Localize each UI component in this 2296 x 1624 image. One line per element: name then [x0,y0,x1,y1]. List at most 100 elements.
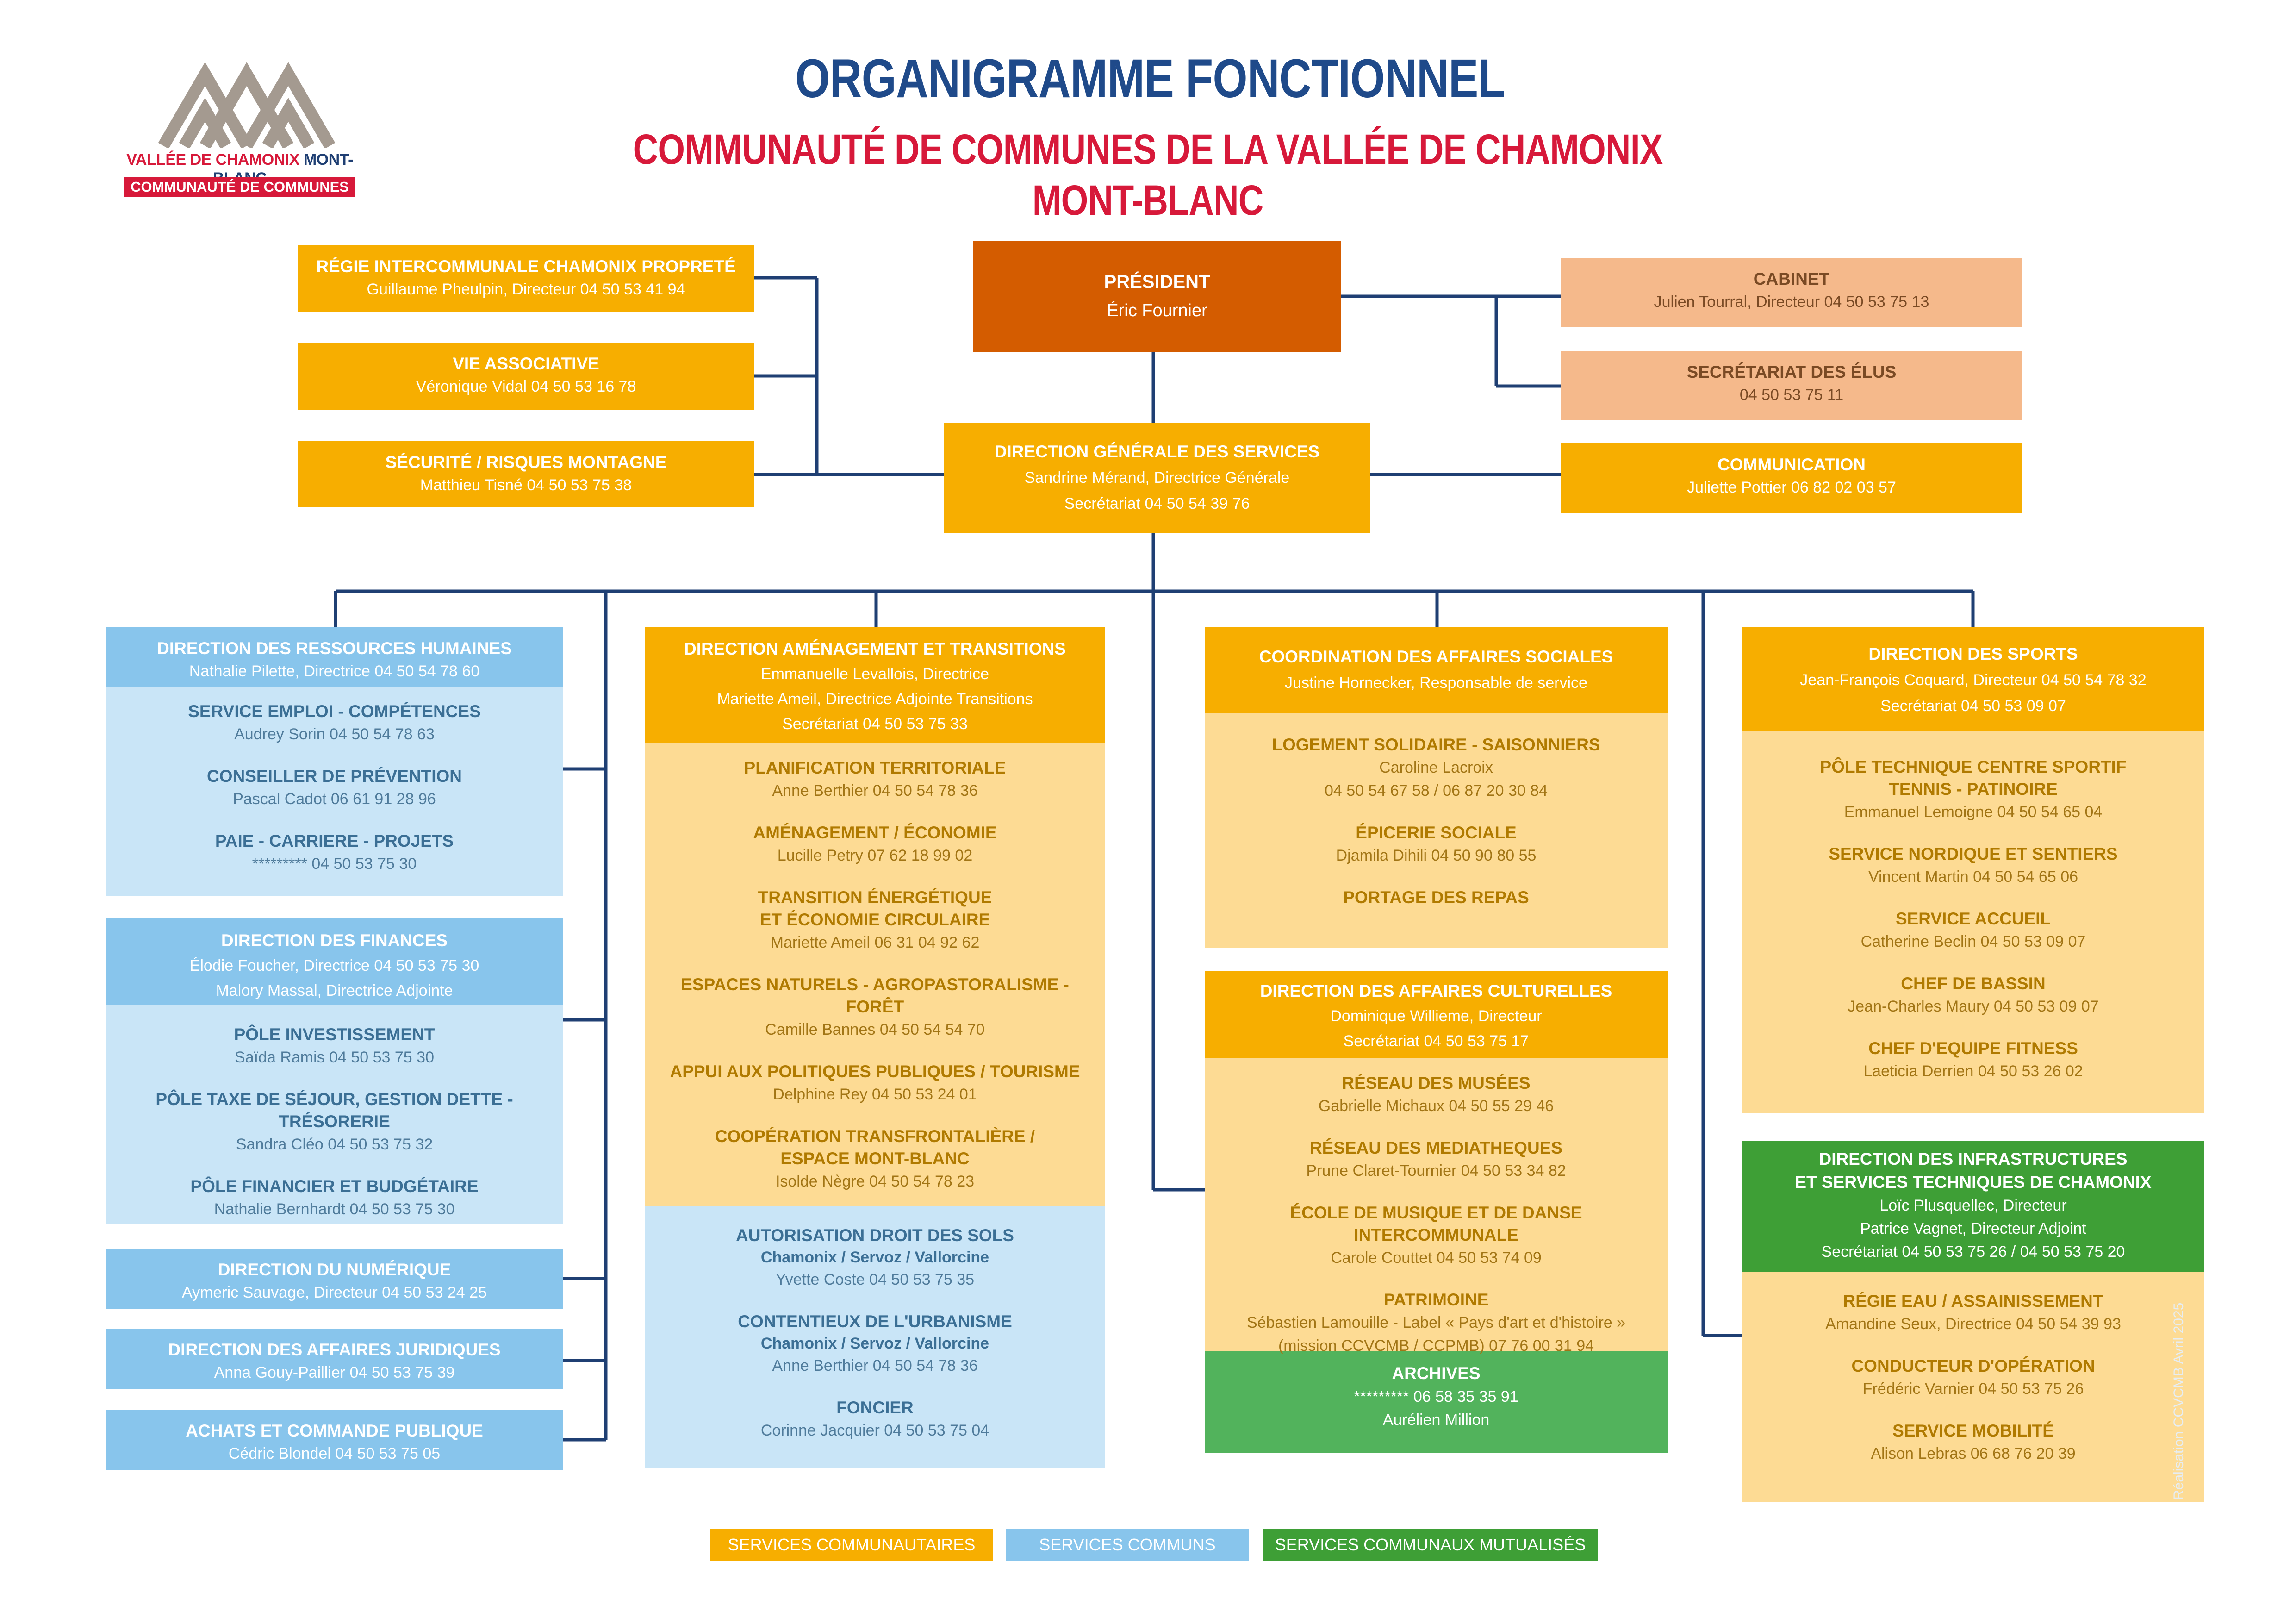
sports-direction-box: DIRECTION DES SPORTS Jean-François Coqua… [1742,627,2204,1113]
dgs-title: DIRECTION GÉNÉRALE DES SERVICES [994,442,1320,461]
urbanisme-service: CONTENTIEUX DE L'URBANISME Chamonix / Ser… [656,1311,1094,1377]
social-service-title: LOGEMENT SOLIDAIRE - SAISONNIERS [1272,735,1600,754]
communication-line: Juliette Pottier 06 82 02 03 57 [1687,479,1896,496]
urbanisme-service-title: CONTENTIEUX DE L'URBANISME [738,1312,1012,1331]
president-box: PRÉSIDENT Éric Fournier [973,241,1341,352]
infrastructures-direction-box: DIRECTION DES INFRASTRUCTURES ET SERVICE… [1742,1141,2204,1502]
logo-text-valley: VALLÉE DE CHAMONIX [126,151,304,169]
logo: VALLÉE DE CHAMONIX MONT-BLANC COMMUNAUTÉ… [106,56,374,204]
culture-direction-box: DIRECTION DES AFFAIRES CULTURELLES Domin… [1205,971,1668,1453]
sports-service-line: Catherine Beclin 04 50 53 09 07 [1860,933,2086,950]
achats-title: ACHATS ET COMMANDE PUBLIQUE [186,1421,483,1440]
credit-text: Réalisation CCVCMB Avril 2025 [2171,1302,2186,1500]
juridiques-box: DIRECTION DES AFFAIRES JURIDIQUES Anna G… [106,1329,563,1389]
sports-title: DIRECTION DES SPORTS [1868,644,2078,663]
cabinet-line: Julien Tourral, Directeur 04 50 53 75 13 [1654,293,1929,311]
juridiques-line: Anna Gouy-Paillier 04 50 53 75 39 [214,1364,455,1381]
amenagement-services: PLANIFICATION TERRITORIALE Anne Berthier … [645,743,1105,1206]
finances-services: PÔLE INVESTISSEMENT Saïda Ramis 04 50 53 … [106,1005,563,1224]
sports-service-title: PÔLE TECHNIQUE CENTRE SPORTIF [1820,757,2127,776]
securite-montagne-box: SÉCURITÉ / RISQUES MONTAGNE Matthieu Tis… [298,441,754,507]
page-subtitle: COMMUNAUTÉ DE COMMUNES DE LA VALLÉE DE C… [633,126,1663,224]
culture-line2: Secrétariat 04 50 53 75 17 [1343,1032,1529,1050]
rh-title: DIRECTION DES RESSOURCES HUMAINES [157,639,512,658]
infrastructures-service-title: RÉGIE EAU / ASSAINISSEMENT [1843,1292,2103,1311]
urbanisme-service-communes: Chamonix / Servoz / Vallorcine [760,1249,989,1266]
dgs-line2: Secrétariat 04 50 54 39 76 [1064,495,1250,512]
culture-line1: Dominique Willieme, Directeur [1330,1007,1542,1025]
urbanisme-service-communes: Chamonix / Servoz / Vallorcine [760,1335,989,1352]
cabinet-box: CABINET Julien Tourral, Directeur 04 50 … [1561,258,2022,327]
culture-service-line: Carole Couttet 04 50 53 74 09 [1331,1249,1542,1267]
finances-service-title: PÔLE FINANCIER ET BUDGÉTAIRE [190,1177,479,1196]
finances-line1: Élodie Foucher, Directrice 04 50 53 75 3… [189,957,479,974]
finances-service-line: Nathalie Bernhardt 04 50 53 75 30 [214,1200,455,1218]
amenagement-line3: Secrétariat 04 50 53 75 33 [782,715,968,733]
rh-line: Nathalie Pilette, Directrice 04 50 54 78… [189,662,480,680]
culture-service-line: Prune Claret-Tournier 04 50 53 34 82 [1306,1162,1566,1180]
social-services: LOGEMENT SOLIDAIRE - SAISONNIERS Caroline… [1205,713,1668,948]
culture-service-line: Gabrielle Michaux 04 50 55 29 46 [1318,1097,1554,1115]
finances-header: DIRECTION DES FINANCES Élodie Foucher, D… [106,918,563,1005]
culture-service: ÉCOLE DE MUSIQUE ET DE DANSE INTERCOMMUN… [1216,1202,1656,1269]
secretariat-elus-box: SECRÉTARIAT DES ÉLUS 04 50 53 75 11 [1561,351,2022,420]
president-title: PRÉSIDENT [1104,272,1210,292]
amenagement-service-title: PLANIFICATION TERRITORIALE [744,758,1006,777]
finances-service-line: Saïda Ramis 04 50 53 75 30 [235,1049,434,1066]
urbanisme-service-title: FONCIER [836,1398,914,1417]
social-service-line: 04 50 54 67 58 / 06 87 20 30 84 [1324,782,1548,800]
urbanisme-service-title: AUTORISATION DROIT DES SOLS [736,1226,1014,1245]
infrastructures-line2: Patrice Vagnet, Directeur Adjoint [1860,1220,2086,1237]
rh-service-title: PAIE - CARRIERE - PROJETS [215,831,454,850]
finances-service-line: Sandra Cléo 04 50 53 75 32 [236,1136,433,1153]
sports-service-line: Emmanuel Lemoigne 04 50 54 65 04 [1844,803,2103,821]
urbanisme-service-line: Anne Berthier 04 50 54 78 36 [772,1357,978,1374]
culture-service-line: (mission CCVCMB / CCPMB) 07 76 00 31 94 [1278,1337,1594,1355]
finances-line2: Malory Massal, Directrice Adjointe [216,982,453,999]
juridiques-title: DIRECTION DES AFFAIRES JURIDIQUES [168,1340,501,1359]
vie-associative-title: VIE ASSOCIATIVE [453,354,599,373]
sports-service-title: SERVICE ACCUEIL [1895,909,2051,928]
achats-box: ACHATS ET COMMANDE PUBLIQUE Cédric Blond… [106,1410,563,1470]
secretariat-elus-title: SECRÉTARIAT DES ÉLUS [1686,362,1897,381]
cabinet-title: CABINET [1753,269,1830,288]
dgs-box: DIRECTION GÉNÉRALE DES SERVICES Sandrine… [944,423,1370,533]
social-service-line: Caroline Lacroix [1379,759,1493,776]
finances-direction-box: DIRECTION DES FINANCES Élodie Foucher, D… [106,918,563,1224]
regie-proprete-box: RÉGIE INTERCOMMUNALE CHAMONIX PROPRETÉ G… [298,245,754,312]
vie-associative-line: Véronique Vidal 04 50 53 16 78 [416,378,636,395]
amenagement-title: DIRECTION AMÉNAGEMENT ET TRANSITIONS [684,639,1066,658]
sports-service-line: Laeticia Derrien 04 50 53 26 02 [1863,1062,2083,1080]
amenagement-service-line: Isolde Nègre 04 50 54 78 23 [775,1173,975,1190]
rh-service-title: CONSEILLER DE PRÉVENTION [207,767,462,786]
finances-service-title: PÔLE INVESTISSEMENT [234,1025,435,1044]
social-service-line: Djamila Dihili 04 50 90 80 55 [1336,847,1537,864]
finances-service: PÔLE INVESTISSEMENT Saïda Ramis 04 50 53 … [117,1024,552,1069]
infrastructures-line3: Secrétariat 04 50 53 75 26 / 04 50 53 75… [1821,1243,2125,1261]
infrastructures-line1: Loïc Plusquellec, Directeur [1879,1197,2067,1214]
culture-service-title: PATRIMOINE [1383,1290,1489,1309]
infrastructures-title: ET SERVICES TECHNIQUES DE CHAMONIX [1795,1173,2152,1192]
page-title: ORGANIGRAMME FONCTIONNEL [795,48,1506,109]
amenagement-service-title: TRANSITION ÉNERGÉTIQUE [758,888,992,907]
regie-proprete-title: RÉGIE INTERCOMMUNALE CHAMONIX PROPRETÉ [316,257,736,276]
infrastructures-title: DIRECTION DES INFRASTRUCTURES [1819,1149,2128,1168]
rh-service-title: SERVICE EMPLOI - COMPÉTENCES [188,702,481,721]
culture-header: DIRECTION DES AFFAIRES CULTURELLES Domin… [1205,971,1668,1058]
culture-service-title: ÉCOLE DE MUSIQUE ET DE DANSE INTERCOMMUN… [1290,1203,1582,1244]
amenagement-service-line: Anne Berthier 04 50 54 78 36 [772,782,978,800]
numerique-title: DIRECTION DU NUMÉRIQUE [218,1260,451,1279]
regie-proprete-line: Guillaume Pheulpin, Directeur 04 50 53 4… [367,281,685,298]
sports-service-title: SERVICE NORDIQUE ET SENTIERS [1829,844,2118,863]
